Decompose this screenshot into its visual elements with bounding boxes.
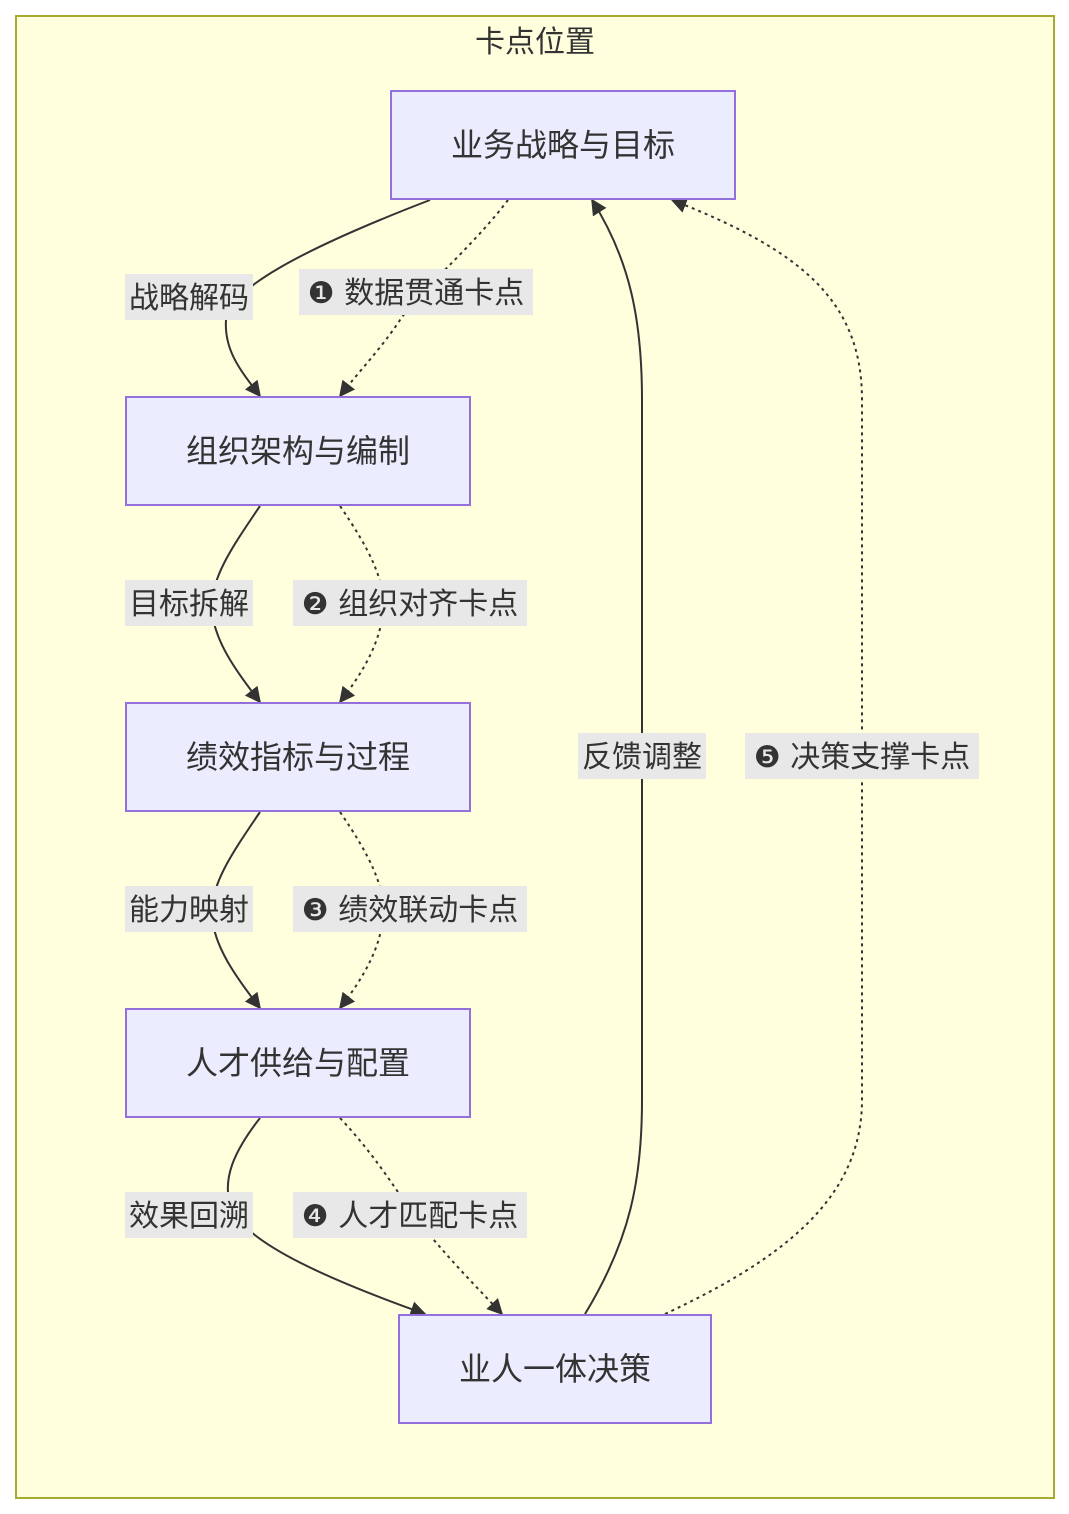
- node-talent[interactable]: 人才供给与配置: [125, 1008, 471, 1118]
- label-talent-block: ❹ 人才匹配卡点: [293, 1192, 527, 1238]
- node-decision[interactable]: 业人一体决策: [398, 1314, 712, 1424]
- node-strategy-label: 业务战略与目标: [451, 126, 675, 164]
- node-strategy[interactable]: 业务战略与目标: [390, 90, 736, 200]
- label-decode: 战略解码: [125, 274, 253, 320]
- node-org[interactable]: 组织架构与编制: [125, 396, 471, 506]
- node-org-label: 组织架构与编制: [186, 432, 410, 470]
- svg-text:目标拆解: 目标拆解: [129, 587, 249, 622]
- label-decision-block: ❺ 决策支撑卡点: [745, 733, 979, 779]
- svg-text:能力映射: 能力映射: [129, 893, 249, 928]
- label-capability: 能力映射: [125, 886, 253, 932]
- label-review: 效果回溯: [125, 1192, 253, 1238]
- edge-feedback: [584, 198, 643, 1315]
- node-perf-label: 绩效指标与过程: [186, 738, 410, 776]
- cluster-title: 卡点位置: [475, 25, 595, 60]
- svg-text:❸ 绩效联动卡点: ❸ 绩效联动卡点: [302, 893, 518, 928]
- label-target-split: 目标拆解: [125, 580, 253, 626]
- label-data-block: ❶ 数据贯通卡点: [299, 269, 533, 315]
- node-decision-label: 业人一体决策: [459, 1350, 651, 1388]
- svg-text:战略解码: 战略解码: [129, 281, 249, 316]
- svg-text:❹ 人才匹配卡点: ❹ 人才匹配卡点: [302, 1199, 518, 1234]
- node-talent-label: 人才供给与配置: [186, 1044, 410, 1082]
- node-perf[interactable]: 绩效指标与过程: [125, 702, 471, 812]
- svg-text:❷ 组织对齐卡点: ❷ 组织对齐卡点: [302, 587, 518, 622]
- svg-text:反馈调整: 反馈调整: [582, 740, 702, 775]
- label-feedback: 反馈调整: [578, 733, 706, 779]
- edge-data-block: [339, 199, 509, 398]
- edge-decision-block: [664, 197, 863, 1315]
- svg-text:效果回溯: 效果回溯: [129, 1199, 249, 1234]
- svg-text:❶ 数据贯通卡点: ❶ 数据贯通卡点: [308, 276, 524, 311]
- svg-text:❺ 决策支撑卡点: ❺ 决策支撑卡点: [754, 740, 970, 775]
- label-perf-block: ❸ 绩效联动卡点: [293, 886, 527, 932]
- label-org-block: ❷ 组织对齐卡点: [293, 580, 527, 626]
